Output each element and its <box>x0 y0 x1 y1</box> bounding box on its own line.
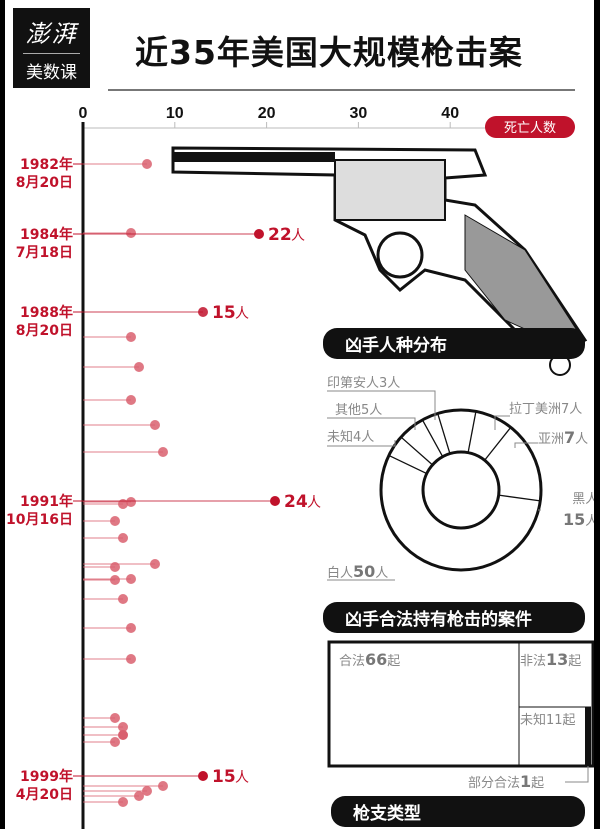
event-dot <box>150 559 160 569</box>
event-dot <box>110 562 120 572</box>
event-date-label: 1991年 <box>20 493 73 510</box>
event-dot <box>110 737 120 747</box>
event-dot <box>118 730 128 740</box>
event-dot <box>118 533 128 543</box>
event-dot <box>110 713 120 723</box>
race-slice-白人 <box>498 494 541 502</box>
race-label-white: 白人50人 <box>327 562 389 581</box>
event-dot <box>158 781 168 791</box>
race-leader-line <box>327 390 436 420</box>
xlabel-badge <box>485 116 575 138</box>
event-unit: 人 <box>235 306 249 322</box>
event-unit: 人 <box>291 228 305 244</box>
event-dot <box>270 496 280 506</box>
race-slice-亚洲 <box>467 411 477 453</box>
logo-top: 澎湃 <box>25 20 78 48</box>
title-rule <box>108 89 575 91</box>
illegal-label: 非法13起 <box>520 650 582 669</box>
event-value-label: 15 <box>212 767 236 787</box>
event-dot <box>126 497 136 507</box>
partial-leader-line <box>565 766 589 783</box>
race-donut-inner <box>421 450 501 530</box>
race-slice-拉丁美洲 <box>437 413 451 454</box>
event-dot <box>198 771 208 781</box>
event-dot <box>254 229 264 239</box>
event-date-label: 8月20日 <box>16 323 73 339</box>
race-leader-line <box>327 417 416 430</box>
gun-type-heading: 枪支类型 <box>331 796 585 827</box>
race-slice-印第安人 <box>421 419 444 458</box>
race-leader-line <box>327 440 396 447</box>
event-dot <box>150 420 160 430</box>
x-tick-label: 40 <box>441 105 459 122</box>
event-date-label: 10月16日 <box>6 512 73 528</box>
race-label-unknown: 未知4人 <box>327 430 375 445</box>
event-dot <box>118 797 128 807</box>
race-label-native: 印第安人3人 <box>327 376 401 391</box>
event-unit: 人 <box>307 495 321 511</box>
event-dot <box>142 159 152 169</box>
partial-legal-cell <box>585 707 591 766</box>
x-tick-label: 30 <box>350 105 368 122</box>
race-leader-line <box>514 442 538 448</box>
legal-heading: 凶手合法持有枪击的案件 <box>323 602 585 633</box>
event-date-label: 1984年 <box>20 226 73 243</box>
event-dot <box>118 594 128 604</box>
race-label-asian: 亚洲7人 <box>538 428 589 447</box>
race-leader-line <box>494 415 510 430</box>
event-dot <box>198 307 208 317</box>
event-date-label: 8月20日 <box>16 175 73 191</box>
race-label-other: 其他5人 <box>335 403 383 418</box>
event-date-label: 1988年 <box>20 304 73 321</box>
legal-treemap-box <box>327 640 594 768</box>
event-dot <box>118 722 128 732</box>
event-dot <box>126 228 136 238</box>
event-value-label: 24 <box>284 492 308 512</box>
event-dot <box>126 332 136 342</box>
event-value-label: 22 <box>268 225 292 245</box>
event-dot <box>126 654 136 664</box>
page-title: 近35年美国大规模枪击案 <box>135 33 523 72</box>
logo-bottom: 美数课 <box>26 63 77 83</box>
partial-legal-label: 部分合法1起 <box>468 772 545 791</box>
event-dot <box>158 447 168 457</box>
x-tick-label: 20 <box>258 105 276 122</box>
event-dot <box>134 791 144 801</box>
race-slice-未知 <box>388 454 428 475</box>
event-dot <box>110 575 120 585</box>
unknown-label: 未知11起 <box>520 713 576 728</box>
event-dot <box>134 362 144 372</box>
event-date-label: 1982年 <box>20 156 73 173</box>
race-slice-其他 <box>400 436 433 466</box>
event-dot <box>142 786 152 796</box>
event-dot <box>110 516 120 526</box>
event-unit: 人 <box>235 770 249 786</box>
event-date-label: 7月18日 <box>16 245 73 261</box>
event-dot <box>126 395 136 405</box>
race-label-latin: 拉丁美洲7人 <box>509 402 583 417</box>
race-slice-黑人 <box>484 426 512 461</box>
legal-label: 合法66起 <box>339 650 401 669</box>
logo: 澎湃 美数课 <box>13 8 90 88</box>
x-tick-label: 10 <box>166 105 184 122</box>
event-dot <box>126 574 136 584</box>
event-value-label: 15 <box>212 303 236 323</box>
x-tick-label: 0 <box>79 105 88 122</box>
event-date-label: 1999年 <box>20 768 73 785</box>
event-date-label: 4月20日 <box>16 787 73 803</box>
race-heading: 凶手人种分布 <box>323 328 585 359</box>
xlabel: 死亡人数 <box>504 121 556 136</box>
event-dot <box>126 623 136 633</box>
